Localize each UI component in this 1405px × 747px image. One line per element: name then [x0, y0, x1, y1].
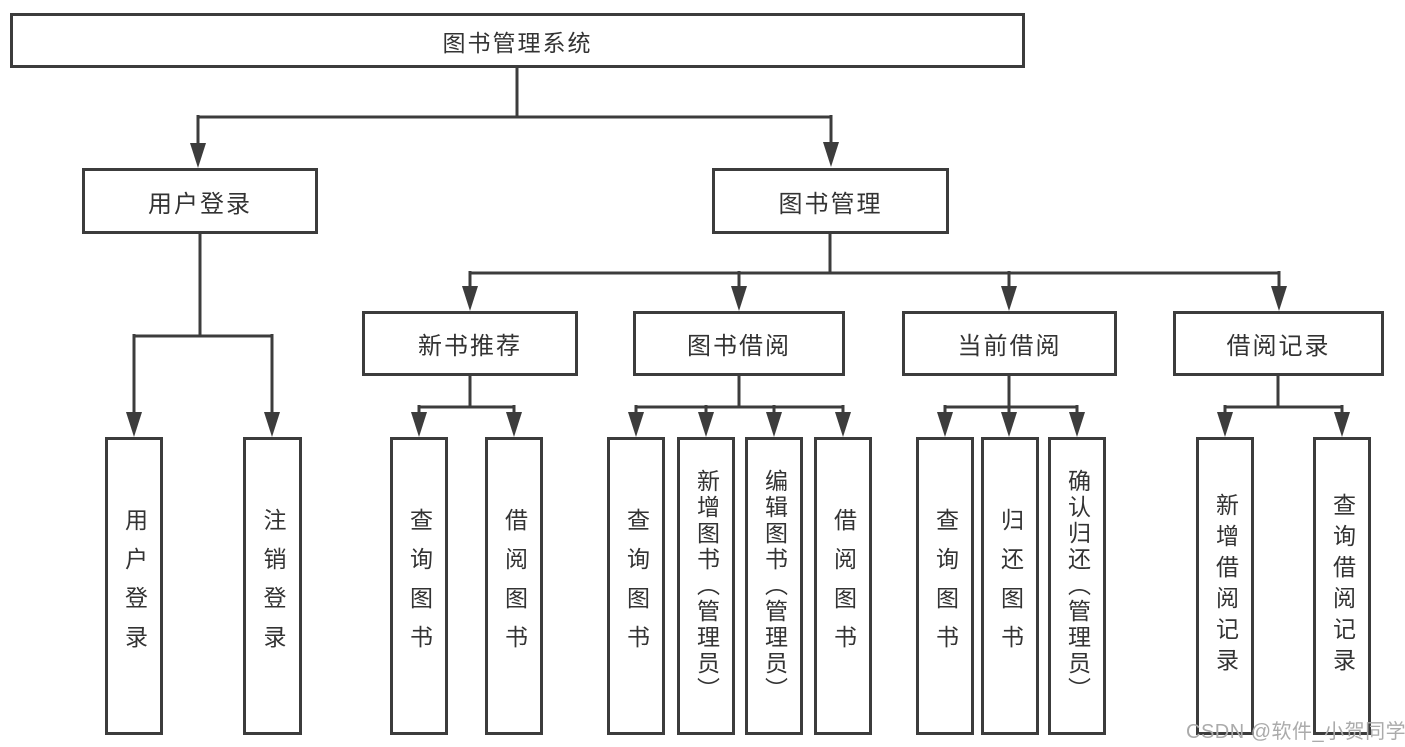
leaf-edit-book-admin: 编辑图书（管理员） [745, 437, 803, 735]
node-root: 图书管理系统 [10, 13, 1025, 68]
leaf-add-borrow-record: 新增借阅记录 [1196, 437, 1254, 735]
leaf-query-book-recommend: 查询图书 [390, 437, 448, 735]
watermark: CSDN @软件_小贺同学 [1186, 721, 1405, 743]
leaf-confirm-return-admin: 确认归还（管理员） [1048, 437, 1106, 735]
leaf-borrow-book: 借阅图书 [814, 437, 872, 735]
leaf-query-borrow-record: 查询借阅记录 [1313, 437, 1371, 735]
node-current-borrow: 当前借阅 [902, 311, 1117, 376]
node-book-borrow: 图书借阅 [633, 311, 845, 376]
node-borrow-records: 借阅记录 [1173, 311, 1384, 376]
leaf-add-book-admin: 新增图书（管理员） [677, 437, 735, 735]
leaf-query-book-current: 查询图书 [916, 437, 974, 735]
leaf-user-login: 用户登录 [105, 437, 163, 735]
node-book-management: 图书管理 [712, 168, 949, 234]
leaf-borrow-book-recommend: 借阅图书 [485, 437, 543, 735]
leaf-logout: 注销登录 [243, 437, 302, 735]
node-user-login: 用户登录 [82, 168, 318, 234]
arrowheads [126, 142, 1350, 437]
leaf-query-book-borrow: 查询图书 [607, 437, 665, 735]
node-new-book-recommend: 新书推荐 [362, 311, 578, 376]
tree-edges [132, 68, 1344, 416]
leaf-return-book: 归还图书 [981, 437, 1039, 735]
